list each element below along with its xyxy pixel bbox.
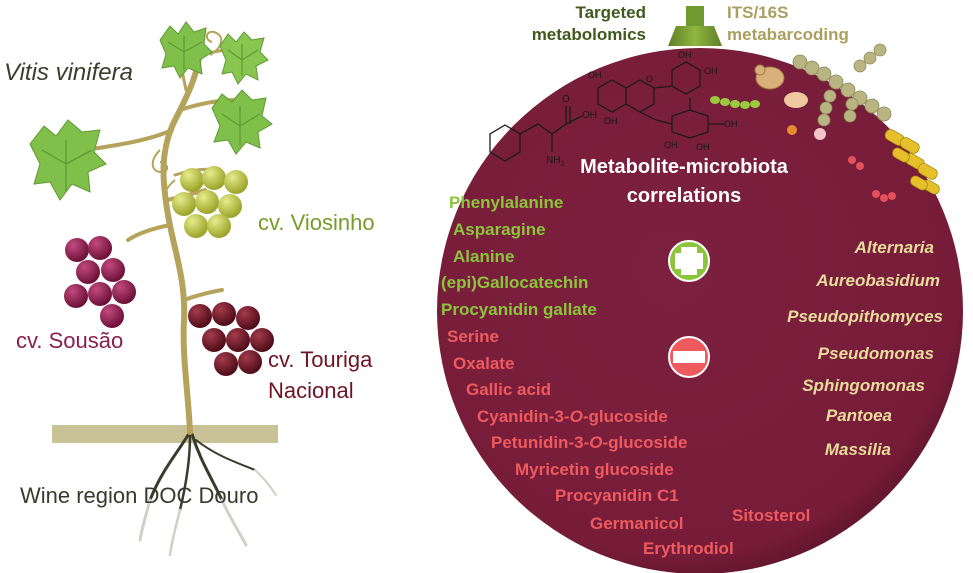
grapevine: Vitis vinifera cv. Viosinho cv. Sousão c… [4,21,375,557]
negative-metabolite: Gallic acid [466,380,551,399]
circle-title-line2: correlations [627,185,741,207]
vine-leaves [29,21,273,201]
hyphae [792,43,892,127]
microbe-cells [710,43,940,202]
chem-o-1: O [562,94,570,105]
correlation-circle [437,48,963,573]
chem-oh-7: OH [664,140,678,150]
negative-metabolite: Sitosterol [732,506,810,525]
positive-metabolite: Alanine [453,247,514,266]
negative-metabolite: Erythrodiol [643,539,734,558]
chem-oh-3: OH [604,116,618,126]
metabarcoding-label-line2: metabarcoding [727,25,849,44]
microbe-taxon: Pantoea [826,406,892,425]
species-label: Vitis vinifera [4,59,133,86]
positive-metabolite: Phenylalanine [449,193,563,212]
roots [138,430,277,557]
positive-metabolite: (epi)Gallocatechin [441,273,588,292]
microbe-taxon: Sphingomonas [802,376,925,395]
metabarcoding-label-line1: ITS/16S [727,3,788,22]
microbe-taxon: Alternaria [854,238,934,257]
yeast-cells [754,64,826,140]
positive-metabolite: Procyanidin gallate [441,300,597,319]
red-cocci [848,156,896,202]
chem-oh-6: OH [724,119,738,129]
microbe-taxon: Aureobasidium [815,271,940,290]
metabolomics-label-line1: Targeted [575,3,646,22]
ground-strip [52,425,278,443]
minus-icon [668,336,710,378]
touriga-label-line2: Nacional [268,378,354,403]
plus-icon [668,240,710,282]
negative-metabolite: Procyanidin C1 [555,486,679,505]
negative-metabolite: Serine [447,327,499,346]
chem-oh-2: OH [588,70,602,80]
microbe-taxon: Massilia [825,440,891,459]
chem-o-2: O [646,74,653,84]
negative-metabolite: Germanicol [590,514,684,533]
microbe-list: AlternariaAureobasidiumPseudopithomycesP… [787,238,943,459]
method-probe [668,6,722,46]
microbe-taxon: Pseudomonas [818,344,934,363]
circle-title-line1: Metabolite-microbiota [580,156,789,178]
anthocyanin-structure [597,61,724,139]
sousao-label: cv. Sousão [16,328,123,353]
sousao-cluster [64,236,136,328]
region-label: Wine region DOC Douro [20,483,258,508]
viosinho-cluster [172,166,248,238]
viosinho-label: cv. Viosinho [258,210,375,235]
touriga-cluster [188,302,274,376]
negative-metabolite: Cyanidin-3-O-glucoside [477,407,668,426]
chem-oh-5: OH [704,66,718,76]
chem-oh-1: OH [582,110,597,121]
positive-metabolite: Asparagine [453,220,546,239]
negative-metabolite: Oxalate [453,354,514,373]
chem-oh-4: OH [678,50,692,60]
negative-metabolite: Petunidin-3-O-glucoside [491,433,688,452]
chem-oh-8: OH [696,142,710,152]
microbe-taxon: Pseudopithomyces [787,307,943,326]
phenylalanine-structure [489,106,583,162]
chem-nh2: NH2 [546,155,564,168]
negative-metabolite: Myricetin glucoside [515,460,674,479]
rod-bacteria [884,129,940,195]
tendrils [151,30,223,205]
touriga-label-line1: cv. Touriga [268,347,373,372]
green-bacteria-chain [710,96,760,109]
metabolomics-label-line2: metabolomics [532,25,646,44]
